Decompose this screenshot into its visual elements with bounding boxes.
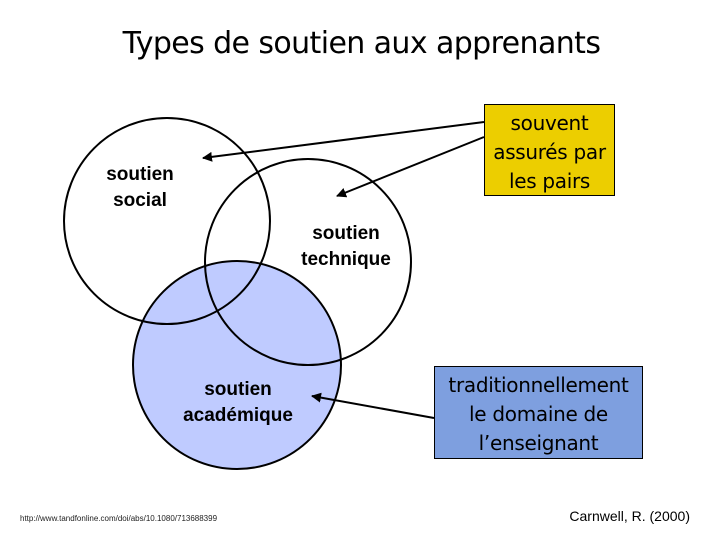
label-soutien-technique: soutien technique bbox=[290, 221, 402, 273]
label-soutien-social: soutien social bbox=[90, 162, 190, 214]
callout-teacher-line: le domaine de bbox=[469, 402, 608, 426]
arrow-to-technique bbox=[336, 136, 485, 198]
callout-peers-line: les pairs bbox=[508, 169, 591, 193]
label-technique-line1: soutien bbox=[312, 223, 380, 244]
slide-title: Types de soutien aux apprenants bbox=[122, 26, 601, 61]
callout-peers-line: souvent bbox=[510, 111, 589, 135]
label-technique-line2: technique bbox=[301, 249, 391, 270]
circle-technique bbox=[204, 158, 412, 366]
arrow-to-social bbox=[202, 121, 485, 162]
circle-academique bbox=[132, 260, 342, 470]
circle-social bbox=[63, 117, 271, 325]
callout-teacher-line: l’enseignant bbox=[478, 431, 599, 455]
callout-teacher: traditionnellement le domaine de l’ensei… bbox=[434, 366, 643, 459]
label-social-line2: social bbox=[113, 190, 167, 211]
label-soutien-academique: soutien académique bbox=[165, 377, 311, 429]
callout-peers-line: assurés par bbox=[493, 140, 606, 164]
source-url: http://www.tandfonline.com/doi/abs/10.10… bbox=[20, 514, 218, 523]
label-academique-line2: académique bbox=[183, 405, 293, 426]
callout-peers: souvent assurés par les pairs bbox=[484, 104, 615, 196]
arrow-to-academique bbox=[311, 392, 435, 419]
label-social-line1: soutien bbox=[106, 164, 174, 185]
citation: Carnwell, R. (2000) bbox=[569, 508, 690, 524]
callout-teacher-line: traditionnellement bbox=[448, 373, 629, 397]
label-academique-line1: soutien bbox=[204, 379, 272, 400]
